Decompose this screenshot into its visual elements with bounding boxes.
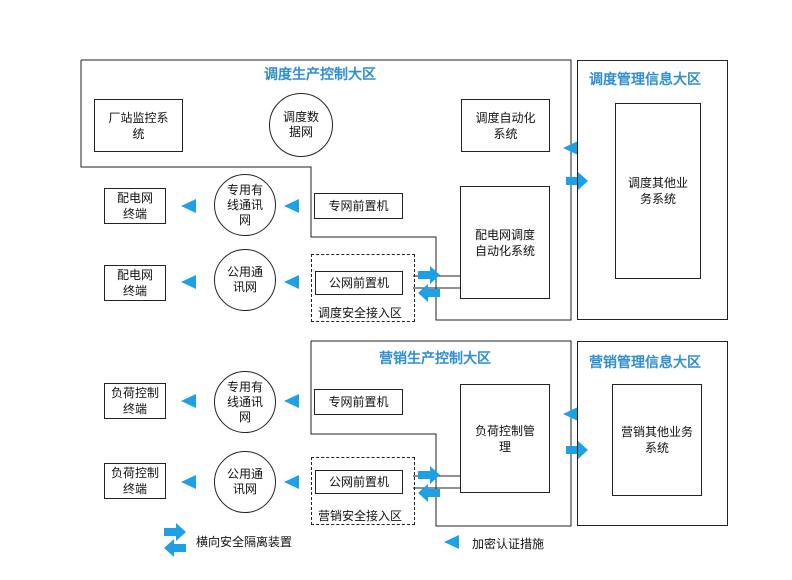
- dispatch-other-systems: 调度其他业 务系统: [615, 103, 701, 279]
- load-control-management: 负荷控制管 理: [460, 384, 550, 493]
- distribution-automation-system: 配电网调度 自动化系统: [460, 186, 550, 299]
- dispatch-data-network: 调度数 据网: [269, 93, 333, 157]
- marketing-other-systems: 营销其他业务 系统: [612, 384, 702, 496]
- arrow-marks: [164, 141, 588, 557]
- distribution-terminal: 配电网 终端: [104, 265, 166, 301]
- private-front-machine: 专网前置机: [314, 193, 403, 219]
- legend-isolation-icon: [164, 539, 186, 557]
- plant-monitoring-system: 厂站监控系 统: [94, 99, 183, 152]
- dispatch-automation-system: 调度自动化 系统: [461, 99, 550, 152]
- dispatch-secure-access-zone: [311, 254, 415, 322]
- isolation-arrow-icon: [418, 284, 440, 302]
- dispatch-mgmt-zone: [577, 60, 728, 320]
- auth-arrow-icon: [181, 199, 196, 213]
- public-front-machine: 公网前置机: [315, 271, 403, 295]
- load-control-terminal: 负荷控制 终端: [104, 383, 166, 419]
- marketing-prod-title: 营销生产控制大区: [379, 351, 491, 367]
- isolation-arrow-icon: [418, 466, 440, 484]
- private-front-machine: 专网前置机: [314, 389, 403, 415]
- marketing-secure-zone-label: 营销安全接入区: [318, 509, 403, 523]
- auth-arrow-icon: [284, 199, 299, 213]
- legend-isolation-icon: [164, 523, 186, 541]
- auth-arrow-icon: [284, 475, 299, 489]
- legend-auth-icon: [444, 535, 459, 549]
- auth-arrow-icon: [563, 407, 578, 421]
- dispatch-secure-zone-label: 调度安全接入区: [318, 306, 403, 320]
- auth-arrow-icon: [284, 394, 299, 408]
- auth-arrow-icon: [181, 394, 196, 408]
- private-wired-network: 专用有 线通讯 网: [214, 174, 276, 236]
- isolation-arrow-icon: [418, 266, 440, 284]
- legend-isolation-label: 横向安全隔离装置: [196, 535, 293, 549]
- dispatch-prod-title: 调度生产控制大区: [264, 67, 376, 83]
- marketing-secure-access-zone: [311, 457, 415, 525]
- public-network: 公用通 讯网: [214, 451, 276, 513]
- load-control-terminal: 负荷控制 终端: [104, 463, 166, 499]
- auth-arrow-icon: [181, 475, 196, 489]
- auth-arrow-icon: [181, 275, 196, 289]
- isolation-arrow-icon: [418, 484, 440, 502]
- auth-arrow-icon: [563, 141, 578, 155]
- dispatch-mgmt-title: 调度管理信息大区: [589, 72, 701, 88]
- public-network: 公用通 讯网: [214, 249, 276, 311]
- marketing-mgmt-title: 营销管理信息大区: [589, 355, 701, 371]
- marketing-zone-border: [310, 340, 572, 527]
- distribution-terminal: 配电网 终端: [104, 188, 166, 224]
- marketing-mgmt-zone: [577, 341, 728, 526]
- auth-arrow-icon: [284, 275, 299, 289]
- public-front-machine: 公网前置机: [315, 470, 403, 494]
- private-wired-network: 专用有 线通讯 网: [214, 371, 276, 433]
- legend-auth-label: 加密认证措施: [472, 537, 545, 551]
